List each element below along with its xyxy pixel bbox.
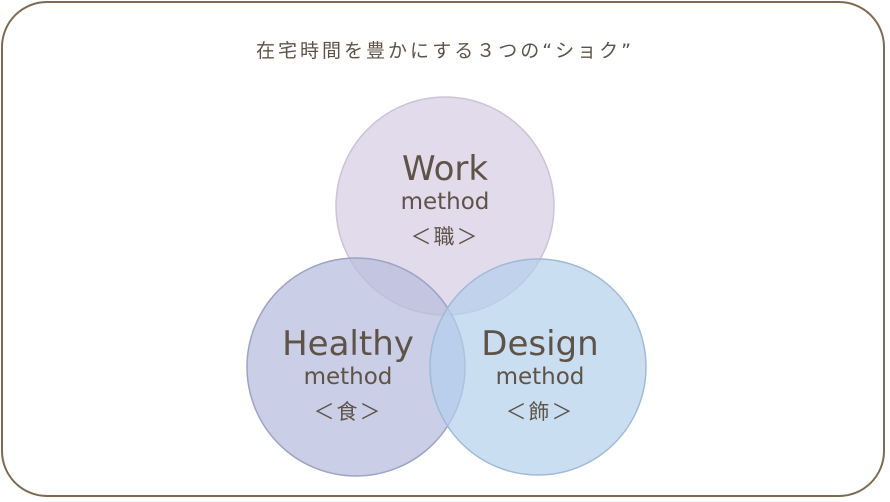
healthy-name: Healthy (282, 324, 414, 364)
design-name: Design (481, 324, 599, 364)
circle-design (429, 258, 647, 476)
label-work: Work method ＜職＞ (335, 150, 555, 252)
work-name: Work (401, 149, 489, 189)
design-kanji: ＜飾＞ (505, 400, 575, 424)
design-sub: method (495, 364, 585, 390)
label-healthy: Healthy method ＜食＞ (238, 325, 458, 427)
work-kanji: ＜職＞ (410, 225, 480, 249)
work-sub: method (400, 189, 490, 215)
diagram-title: 在宅時間を豊かにする３つの“ショク” (256, 40, 634, 62)
healthy-sub: method (303, 364, 393, 390)
healthy-kanji: ＜食＞ (313, 400, 383, 424)
label-design: Design method ＜飾＞ (430, 325, 650, 427)
